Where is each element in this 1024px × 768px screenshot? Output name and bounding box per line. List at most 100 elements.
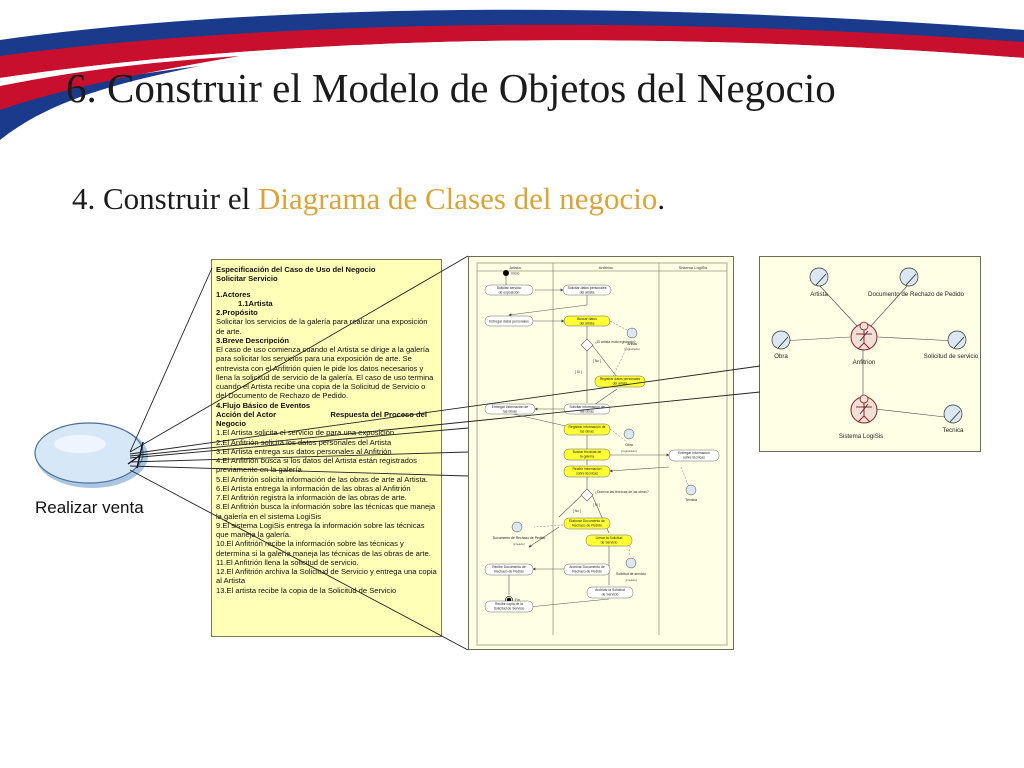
usecase-label: Realizar venta <box>35 498 144 517</box>
label-solicitud-servicio: Solicitud de servicio <box>923 353 979 360</box>
svg-text:las obras: las obras <box>580 429 594 433</box>
entity-documento-rechazo <box>899 267 919 287</box>
decision-label-2: ¿Domina las técnicas de las obras? <box>595 490 649 494</box>
spec-step-6: 6.El Artista entrega la información de l… <box>216 483 411 493</box>
svg-text:Solicitud de servicio: Solicitud de servicio <box>616 572 646 576</box>
slide-title: 6. Construir el Modelo de Objetos del Ne… <box>66 65 836 111</box>
spec-actor-1: 1.1Artista <box>238 298 273 308</box>
object-documento-rechazo: Documento de Rechazo de Pedido [creado] <box>493 521 546 546</box>
activity-state-3: Entregar datos personales <box>484 315 534 327</box>
spec-step-3: 3.El Artista entrega sus datos personale… <box>216 446 392 456</box>
spec-steps: 1.El Artista solicita el servicio de par… <box>216 428 437 595</box>
svg-text:sobre técnicas: sobre técnicas <box>683 455 705 459</box>
slide-subtitle: 4. Construir el Diagrama de Clases del n… <box>72 181 665 217</box>
spec-name: Solicitar Servicio <box>216 274 278 284</box>
spec-step-2: 2.El Anfitrión solicita los datos person… <box>216 437 392 447</box>
svg-text:Solicitar servicio: Solicitar servicio <box>497 286 522 290</box>
guard-3: [ No ] <box>573 509 581 513</box>
svg-text:Recibir información: Recibir información <box>572 467 601 471</box>
spec-purpose-heading: 2.Propósito <box>216 308 258 317</box>
label-sistema-logisis: Sistema LogiSis <box>838 433 884 440</box>
spec-col-response: Respuesta del Proceso del <box>330 409 427 419</box>
spec-step-12: 12.El Anfitrión archiva la Solicitud de … <box>216 567 437 586</box>
worker-anfitrion-icon <box>850 321 878 351</box>
spec-step-13: 13.El artista recibe la copia de la Soli… <box>216 585 397 595</box>
spec-col-actor: Acción del Actor <box>216 409 277 419</box>
guard-4: [ Si ] <box>593 503 600 507</box>
svg-text:[registrado]: [registrado] <box>624 347 639 351</box>
object-obra: Obra [registrado] <box>621 428 637 453</box>
spec-description: El caso de uso comienza cuando el Artist… <box>216 345 434 401</box>
spec-flow-columns: Acción del Actor Respuesta del Proceso d… <box>216 410 437 419</box>
label-artista: Artista <box>810 291 828 298</box>
svg-text:[registrado]: [registrado] <box>621 449 636 453</box>
spec-step-4: 4.El Anfitrión busca si los datos del Ar… <box>216 456 417 475</box>
decision-registered <box>580 338 594 352</box>
lane-sistema: Sistema LogiSis <box>679 265 708 270</box>
svg-text:Documento de Rechazo de Pedido: Documento de Rechazo de Pedido <box>493 536 546 540</box>
svg-text:del artista: del artista <box>580 321 595 325</box>
svg-text:Recibir Documento de: Recibir Documento de <box>492 565 526 569</box>
activity-diagram: Artista Anfitrión Sistema LogiSis <box>468 256 734 650</box>
usecase-specification: Especificación del Caso de Uso del Negoc… <box>211 259 442 637</box>
svg-text:las obras: las obras <box>580 409 594 413</box>
svg-text:Archivar la Solicitud: Archivar la Solicitud <box>595 588 625 592</box>
spec-col-response-2: Negocio <box>216 419 246 428</box>
svg-text:del artista: del artista <box>580 290 595 294</box>
guard-1: [ No ] <box>593 359 601 363</box>
svg-text:sobre técnicas: sobre técnicas <box>576 471 598 475</box>
end-label: Fin <box>515 598 520 602</box>
entity-artista <box>809 267 829 287</box>
svg-text:Buscar datos: Buscar datos <box>577 317 597 321</box>
svg-text:Recibir copia de la: Recibir copia de la <box>495 602 523 606</box>
svg-text:Entregar datos personales: Entregar datos personales <box>489 319 529 323</box>
label-anfitrion: Anfitrion <box>852 359 876 366</box>
svg-text:Rechazo de Pedido: Rechazo de Pedido <box>572 523 602 527</box>
entity-solicitud-servicio <box>947 330 967 350</box>
svg-text:Elaborar Documento de: Elaborar Documento de <box>569 519 605 523</box>
subtitle-prefix: 4. Construir el <box>72 181 258 216</box>
svg-text:las obras: las obras <box>503 409 517 413</box>
svg-text:Llenar la Solicitud: Llenar la Solicitud <box>596 536 623 540</box>
lane-artista: Artista <box>509 265 521 270</box>
svg-text:Rechazo de Pedido: Rechazo de Pedido <box>494 569 524 573</box>
label-tecnica: Tecnica <box>942 427 964 434</box>
start-node <box>503 270 509 276</box>
svg-text:Archivar Documento de: Archivar Documento de <box>569 565 605 569</box>
object-artista: Artista [registrado] <box>624 327 640 351</box>
svg-text:de Servicio: de Servicio <box>602 592 619 596</box>
object-solicitud-servicio: Solicitud de servicio [creado] <box>616 557 646 582</box>
subtitle-suffix: . <box>657 181 666 216</box>
spec-heading: Especificación del Caso de Uso del Negoc… <box>216 265 376 274</box>
svg-text:Solicitar datos personales: Solicitar datos personales <box>568 286 607 290</box>
object-tecnica: Técnica <box>685 484 697 502</box>
subtitle-highlight: Diagrama de Clases del negocio <box>258 181 658 216</box>
spec-step-5: 5.El Anfitrión solicita información de l… <box>216 474 428 484</box>
spec-flow-heading: 4.Flujo Básico de Eventos <box>216 400 311 410</box>
start-label: Inicio <box>511 272 519 276</box>
svg-text:[creado]: [creado] <box>514 542 525 546</box>
svg-text:de exposición: de exposición <box>499 290 520 294</box>
usecase-realizar-venta <box>34 422 148 488</box>
svg-text:Obra: Obra <box>625 443 633 447</box>
spec-step-7: 7.El Anfitrión registra la información d… <box>216 493 407 502</box>
entity-tecnica <box>943 404 963 424</box>
svg-text:[creado]: [creado] <box>626 578 637 582</box>
business-class-diagram: Artista Documento de Rechazo de Pedido O… <box>759 256 981 452</box>
spec-description-heading: 3.Breve Descripción <box>216 335 290 345</box>
